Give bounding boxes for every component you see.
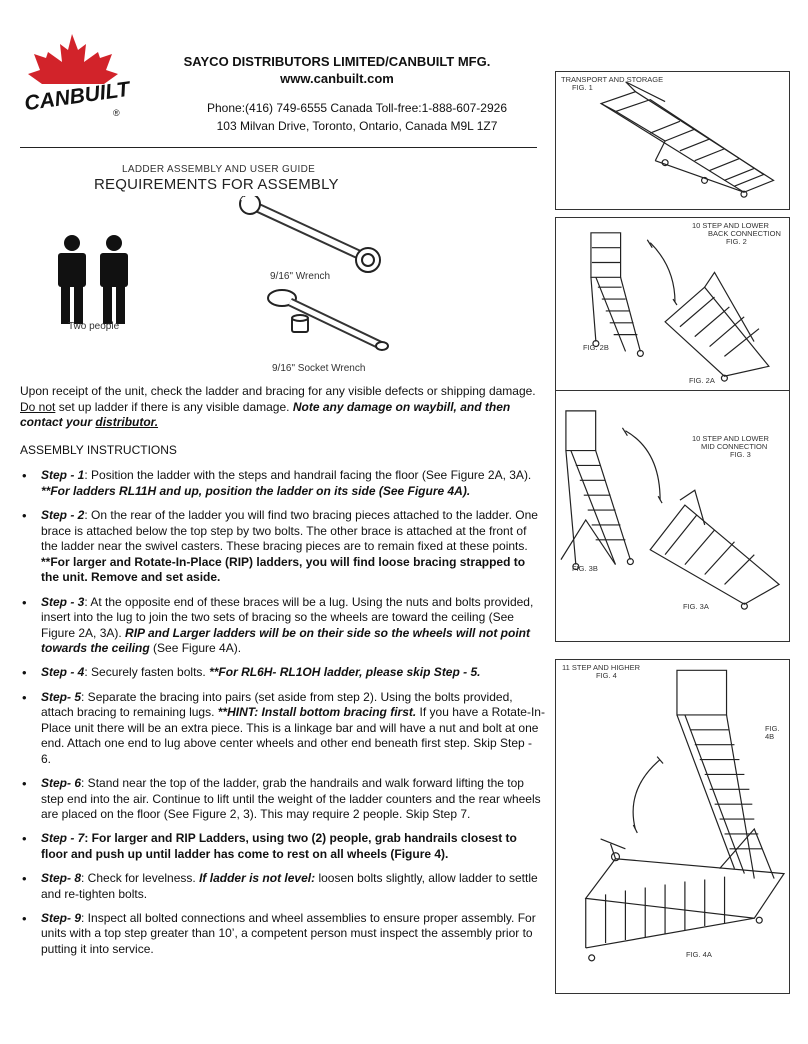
step-7: Step - 7: For larger and RIP Ladders, us… <box>20 831 545 862</box>
do-not-text: Do not <box>20 399 56 414</box>
maple-leaf-icon <box>28 34 118 84</box>
header-divider <box>20 147 537 148</box>
step-6: Step- 6: Stand near the top of the ladde… <box>20 776 545 823</box>
steps-list: Step - 1: Position the ladder with the s… <box>20 468 545 957</box>
socket-wrench-label: 9/16" Socket Wrench <box>272 363 366 374</box>
step-text: : Inspect all bolted connections and whe… <box>41 910 536 956</box>
step-9: Step- 9: Inspect all bolted connections … <box>20 911 545 958</box>
step-emphasis: **For larger and Rotate-In-Place (RIP) l… <box>41 554 526 585</box>
fig2-title-1: 10 STEP AND LOWER <box>692 221 769 230</box>
step-text: : Check for levelness. <box>81 870 200 885</box>
step-text: : Separate the bracing into pairs (set a… <box>41 689 513 720</box>
step-5: Step- 5: Separate the bracing into pairs… <box>20 690 545 768</box>
step-label: Step - 3 <box>41 594 85 609</box>
registered-mark: ® <box>113 108 120 118</box>
figure-2: 10 STEP AND LOWER BACK CONNECTION FIG. 2… <box>555 217 790 392</box>
wrench-label: 9/16" Wrench <box>270 271 331 282</box>
company-address: 103 Milvan Drive, Toronto, Ontario, Cana… <box>216 119 498 133</box>
wrench-icon <box>232 193 382 278</box>
fig2-title-2: BACK CONNECTION <box>708 229 781 238</box>
intro-line1: Upon receipt of the unit, check the ladd… <box>20 384 536 398</box>
step-label: Step- 6 <box>41 775 82 790</box>
step-tail: (See Figure 4A). <box>149 641 242 656</box>
guide-title: REQUIREMENTS FOR ASSEMBLY <box>94 176 339 193</box>
step-emphasis: **HINT: Install bottom bracing first. <box>217 705 417 720</box>
step-text: : At the opposite end of these braces wi… <box>41 594 534 640</box>
figure-3: 10 STEP AND LOWER MID CONNECTION FIG. 3 … <box>555 390 790 642</box>
canbuilt-logo: CANBUILT ® <box>20 34 133 122</box>
intro-line2: set up ladder if there is any visible da… <box>55 399 293 414</box>
step-emphasis: : For larger and RIP Ladders, using two … <box>41 831 517 861</box>
step-emphasis: **For ladders RL11H and up, position the… <box>41 483 471 498</box>
figure-4: 11 STEP AND HIGHER FIG. 4 FIG. 4B FIG. 4… <box>555 659 790 994</box>
step-label: Step - 4 <box>41 665 85 680</box>
fig1-title: TRANSPORT AND STORAGE <box>561 75 664 84</box>
instructions-body: Upon receipt of the unit, check the ladd… <box>20 384 545 966</box>
step-label: Step- 9 <box>41 910 82 925</box>
company-phone: Phone:(416) 749-6555 Canada Toll-free:1-… <box>207 101 507 115</box>
fig3-title-1: 10 STEP AND LOWER <box>692 434 769 443</box>
step-2: Step - 2: On the rear of the ladder you … <box>20 508 545 586</box>
guide-subtitle: LADDER ASSEMBLY AND USER GUIDE <box>122 164 316 175</box>
socket-wrench-icon <box>262 284 392 356</box>
step-1: Step - 1: Position the ladder with the s… <box>20 468 545 499</box>
step-label: Step - 7 <box>41 831 85 846</box>
step-text: : Stand near the top of the ladder, grab… <box>41 775 541 822</box>
fig4-num: FIG. 4 <box>596 671 617 680</box>
intro-note: Note any damage on waybill, and then con… <box>20 399 511 430</box>
fig2b-label: FIG. 2B <box>583 343 609 352</box>
fig3-num: FIG. 3 <box>730 450 751 459</box>
ladder-transport-icon <box>599 81 775 198</box>
company-name: SAYCO DISTRIBUTORS LIMITED/CANBUILT MFG. <box>183 54 491 69</box>
figure-1: TRANSPORT AND STORAGE FIG. 1 <box>555 71 790 210</box>
intro-paragraph: Upon receipt of the unit, check the ladd… <box>20 384 545 431</box>
ladder-mid-connection-icon <box>560 410 781 610</box>
step-emphasis: RIP and Larger ladders will be on their … <box>41 625 530 656</box>
fig3-title-2: MID CONNECTION <box>701 442 768 451</box>
fig4-title: 11 STEP AND HIGHER <box>562 663 641 672</box>
fig4b-label: FIG. 4B <box>765 724 780 741</box>
two-people-icon <box>52 234 142 326</box>
step-text: : On the rear of the ladder you will fin… <box>41 508 538 554</box>
step-label: Step- 8 <box>41 870 82 885</box>
step-text: : Securely fasten bolts. <box>84 665 210 680</box>
fig3a-label: FIG. 3A <box>683 602 709 611</box>
step-4: Step - 4: Securely fasten bolts. **For R… <box>20 665 545 681</box>
company-website[interactable]: www.canbuilt.com <box>280 71 394 86</box>
step-emphasis: If ladder is not level: <box>199 870 316 885</box>
fig2a-label: FIG. 2A <box>689 376 715 385</box>
ladder-large-icon <box>584 669 786 962</box>
people-label: Two people <box>68 321 120 332</box>
fig4a-label: FIG. 4A <box>686 950 712 959</box>
step-label: Step- 5 <box>41 689 82 704</box>
fig3b-label: FIG. 3B <box>572 564 598 573</box>
fig2-num: FIG. 2 <box>726 237 747 246</box>
step-emphasis: **For RL6H- RL1OH ladder, please skip St… <box>209 665 481 680</box>
assembly-heading: ASSEMBLY INSTRUCTIONS <box>20 442 177 457</box>
step-label: Step - 2 <box>41 508 85 523</box>
step-text: : Position the ladder with the steps and… <box>84 468 532 483</box>
distributor-link: distributor. <box>95 415 159 430</box>
ladder-back-connection-icon <box>590 232 770 382</box>
step-label: Step - 1 <box>41 468 85 483</box>
step-3: Step - 3: At the opposite end of these b… <box>20 595 545 657</box>
fig1-num: FIG. 1 <box>572 83 593 92</box>
company-header: SAYCO DISTRIBUTORS LIMITED/CANBUILT MFG.… <box>152 54 522 134</box>
step-tail: If you have a Rotate-In-Place unit there… <box>41 705 545 766</box>
step-tail: loosen bolts slightly, allow ladder to s… <box>41 870 538 901</box>
step-8: Step- 8: Check for levelness. If ladder … <box>20 871 545 902</box>
